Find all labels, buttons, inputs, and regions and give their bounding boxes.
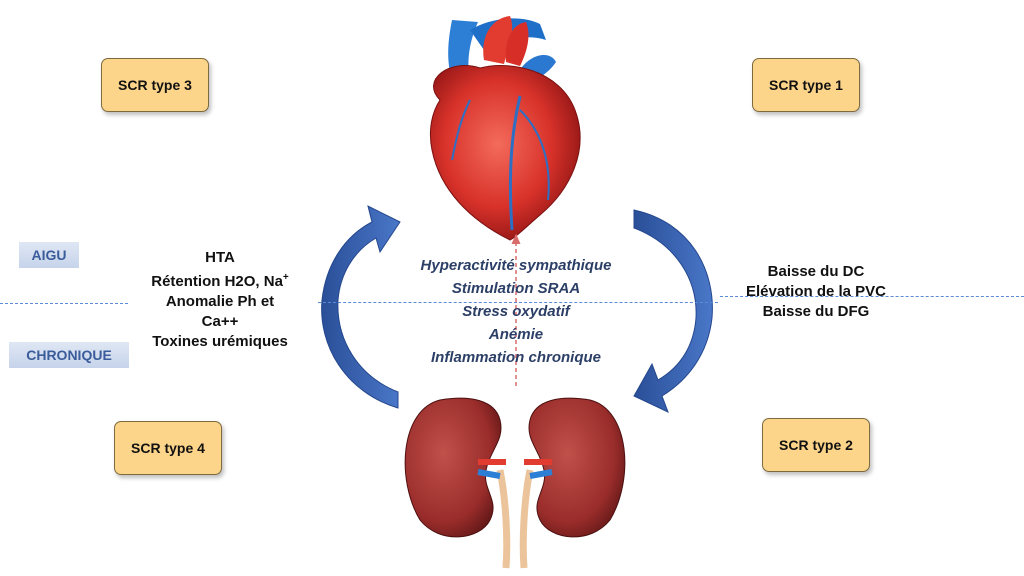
separator-right xyxy=(720,296,1024,297)
factor-hta: HTA xyxy=(205,249,235,266)
factor-pvc: Elévation de la PVC xyxy=(745,283,887,300)
separator-center xyxy=(318,302,718,303)
scr-type-2-box: SCR type 2 xyxy=(762,418,870,472)
right-factor-list: Baisse du DC Elévation de la PVC Baisse … xyxy=(728,262,904,322)
mechanism-item: Inflammation chronique xyxy=(430,349,601,366)
kidneys-illustration xyxy=(404,397,626,569)
factor-toxines: Toxines urémiques xyxy=(152,333,288,350)
scr-type-1-box: SCR type 1 xyxy=(752,58,860,112)
curved-arrow-right xyxy=(633,209,713,413)
heart-illustration xyxy=(429,16,581,241)
curved-arrow-left xyxy=(321,205,401,409)
chronique-tag: CHRONIQUE xyxy=(9,342,129,368)
mechanism-item: Stress oxydatif xyxy=(462,303,570,320)
left-factor-list: HTA Rétention H2O, Na+ Anomalie Ph et Ca… xyxy=(130,248,310,352)
factor-retention: Rétention H2O, Na+ xyxy=(151,272,289,290)
mechanism-item: Hyperactivité sympathique xyxy=(420,257,612,274)
separator-left xyxy=(0,303,128,304)
scr-type-4-box: SCR type 4 xyxy=(114,421,222,475)
mechanism-item: Stimulation SRAA xyxy=(451,280,581,297)
factor-ca: Ca++ xyxy=(201,313,239,330)
aigu-tag: AIGU xyxy=(19,242,79,268)
mechanism-item: Anémie xyxy=(488,326,544,343)
mechanism-list: Hyperactivité sympathique Stimulation SR… xyxy=(396,254,636,369)
scr-type-3-box: SCR type 3 xyxy=(101,58,209,112)
factor-dc: Baisse du DC xyxy=(767,263,865,280)
factor-dfg: Baisse du DFG xyxy=(762,303,870,320)
factor-anomalie: Anomalie Ph et xyxy=(165,293,275,310)
